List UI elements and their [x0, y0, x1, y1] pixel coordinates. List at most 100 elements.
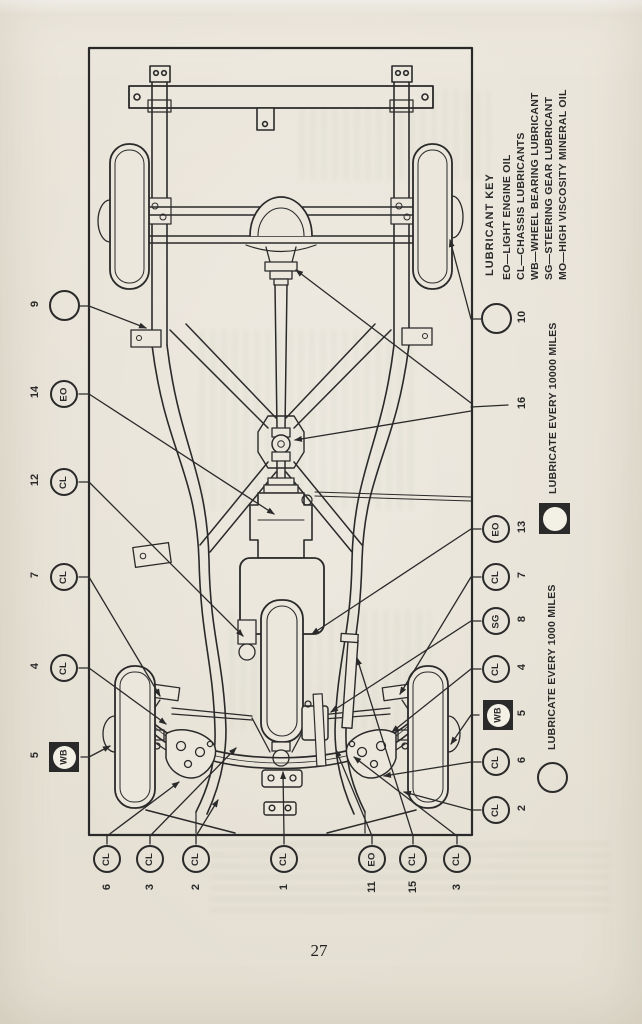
- driveshaft: [263, 284, 299, 494]
- callout-number: 10: [516, 310, 528, 324]
- idler-arm: [312, 693, 327, 767]
- callout-number: 5: [516, 709, 528, 717]
- callout-circle: CL: [399, 845, 427, 873]
- leader-line: [383, 761, 482, 778]
- fuel-line: [314, 491, 472, 502]
- shock-absorber-right: [381, 683, 411, 702]
- callout-number: 6: [516, 756, 528, 764]
- leader-line: [311, 528, 482, 635]
- callout-square: WB: [483, 700, 513, 730]
- callout-number: 1: [278, 883, 290, 891]
- callout-number: 2: [516, 804, 528, 812]
- lubricant-code: CL: [490, 755, 502, 769]
- engine: [237, 557, 325, 767]
- page-edge: [0, 0, 642, 13]
- callout-number: 8: [516, 615, 528, 623]
- front-suspension: [132, 632, 430, 788]
- lubricant-code: CL: [101, 852, 113, 866]
- lubricant-key-title: LUBRICANT KEY: [484, 173, 496, 276]
- differential-housing: [249, 196, 313, 237]
- lubricant-code: CL: [58, 475, 70, 489]
- lubricant-code: CL: [144, 852, 156, 866]
- callout-circle: CL: [482, 563, 510, 591]
- callout-circle: CL: [136, 845, 164, 873]
- legend-10000-symbol-icon: [539, 503, 570, 534]
- lubricant-code: CL: [451, 852, 463, 866]
- shock-absorber-left: [151, 683, 181, 702]
- transmission: [249, 492, 313, 559]
- callout-circle: EO: [358, 845, 386, 873]
- page-number: 27: [310, 941, 328, 960]
- callout-number: 15: [407, 880, 419, 894]
- rear-bumper: [128, 65, 434, 131]
- legend-1000-symbol-icon: [537, 762, 568, 793]
- lubricant-key-entry: CL—CHASSIS LUBRICANTS: [515, 132, 527, 280]
- leader-line: [353, 756, 458, 845]
- control-arm-plate-left: [165, 729, 217, 779]
- leader-lines: [78, 239, 509, 845]
- callout-number: 6: [101, 883, 113, 891]
- lubricant-code: CL: [407, 852, 419, 866]
- callout-circle-open: [481, 303, 512, 334]
- callout-square: WB: [49, 742, 79, 772]
- leader-line: [78, 393, 275, 515]
- lubricant-code: CL: [58, 661, 70, 675]
- callout-circle: CL: [443, 845, 471, 873]
- lubricant-code: CL: [58, 570, 70, 584]
- front-wheels: [102, 665, 461, 809]
- leader-line: [335, 749, 373, 845]
- diagram-border: [87, 46, 474, 837]
- leader-line: [450, 714, 480, 745]
- leader-line: [79, 305, 147, 329]
- lubricant-code: EO: [490, 521, 502, 537]
- callout-circle: EO: [50, 380, 78, 408]
- body-mount-bracket: [132, 541, 172, 569]
- lubricant-code: CL: [190, 852, 202, 866]
- body-mount-bracket: [130, 329, 162, 348]
- callout-circle: CL: [182, 845, 210, 873]
- leader-line: [294, 410, 472, 442]
- legend-10000-label: LUBRICATE EVERY 10000 MILES: [547, 322, 559, 494]
- lubricant-code: SG: [490, 613, 502, 629]
- lubricant-key-entry: MO—HIGH VISCOSITY MINERAL OIL: [557, 89, 569, 280]
- starter: [237, 619, 257, 645]
- leader-line: [78, 576, 161, 697]
- lubricant-key-entry: SG—STEERING GEAR LUBRICANT: [543, 96, 555, 280]
- callout-number: 3: [451, 883, 463, 891]
- rear-universal-joint: [264, 261, 298, 272]
- leader-line: [391, 668, 482, 733]
- callout-circle: EO: [482, 515, 510, 543]
- callout-number: 14: [29, 385, 41, 399]
- callout-circle: CL: [50, 468, 78, 496]
- callout-number: 16: [516, 396, 528, 410]
- lubricant-code: WB: [59, 749, 69, 765]
- lubricant-code: WB: [493, 707, 503, 723]
- leader-line: [106, 781, 180, 845]
- body-mount-bracket: [401, 327, 433, 346]
- rear-axle: [148, 196, 413, 286]
- callout-circle: CL: [482, 748, 510, 776]
- leader-line: [78, 481, 244, 637]
- leader-line: [470, 404, 509, 408]
- leader-line: [280, 771, 287, 845]
- callout-number: 7: [516, 571, 528, 579]
- leader-line: [295, 269, 472, 404]
- callout-number: 4: [516, 663, 528, 671]
- callout-circle: CL: [50, 563, 78, 591]
- lubricant-code: EO: [58, 386, 70, 402]
- leader-line: [330, 620, 482, 713]
- leader-line: [448, 239, 482, 320]
- callout-circle: CL: [270, 845, 298, 873]
- callout-circle-open: [49, 290, 80, 321]
- rear-wheels: [97, 143, 464, 290]
- callout-number: 9: [29, 300, 41, 308]
- callout-number: 13: [516, 520, 528, 534]
- leader-line: [80, 745, 111, 758]
- callout-number: 5: [29, 751, 41, 759]
- callout-number: 3: [144, 883, 156, 891]
- leader-line: [195, 799, 219, 845]
- callout-circle: CL: [482, 796, 510, 824]
- leader-line: [149, 747, 237, 845]
- lubricant-code: CL: [490, 803, 502, 817]
